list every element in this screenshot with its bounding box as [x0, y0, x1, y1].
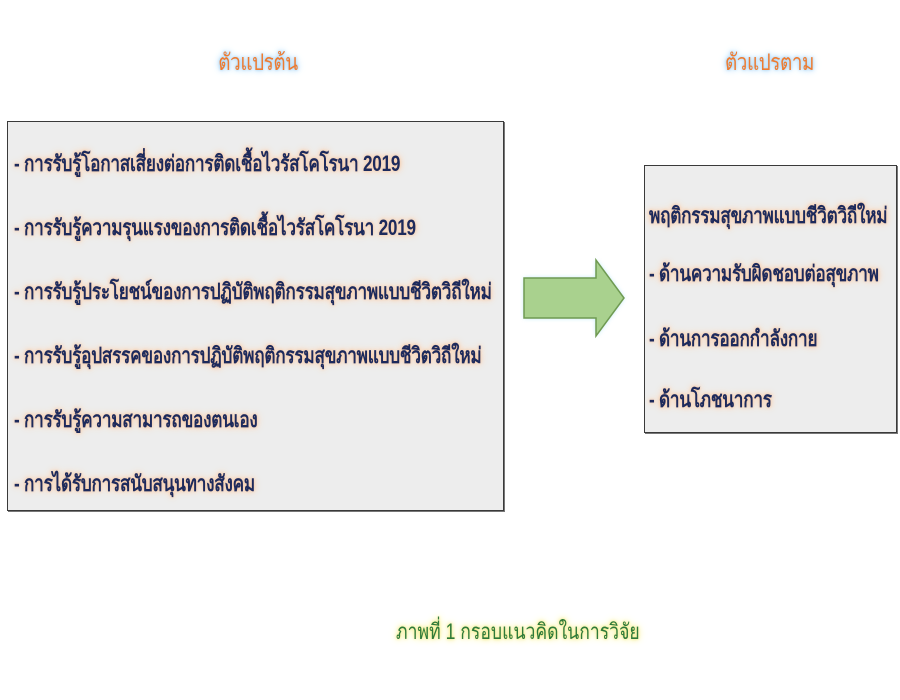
independent-variable-item: - การรับรู้ความสามารถของตนเอง	[14, 407, 258, 432]
independent-variable-heading: ตัวแปรต้น	[218, 49, 298, 75]
right-arrow-icon	[523, 257, 625, 339]
independent-variable-item: - การได้รับการสนับสนุนทางสังคม	[14, 471, 256, 496]
dependent-variable-item: - ด้านการออกกำลังกาย	[649, 326, 818, 351]
dependent-variable-title: พฤติกรรมสุขภาพแบบชีวิตวิถีใหม่	[649, 203, 888, 228]
independent-variable-item: - การรับรู้ความรุนแรงของการติดเชื้อไวรัส…	[14, 215, 416, 240]
dependent-variable-heading: ตัวแปรตาม	[724, 49, 815, 75]
independent-variable-item: - การรับรู้โอกาสเสี่ยงต่อการติดเชื้อไวรั…	[14, 151, 401, 176]
independent-variables-box: - การรับรู้โอกาสเสี่ยงต่อการติดเชื้อไวรั…	[7, 121, 504, 511]
dependent-variable-box: พฤติกรรมสุขภาพแบบชีวิตวิถีใหม่ - ด้านควา…	[644, 165, 897, 433]
independent-variable-item: - การรับรู้อุปสรรคของการปฏิบัติพฤติกรรมส…	[14, 343, 482, 368]
figure-caption: ภาพที่ 1 กรอบแนวคิดในการวิจัย	[396, 619, 640, 644]
dependent-variable-item: - ด้านโภชนาการ	[649, 387, 772, 412]
dependent-variable-item: - ด้านความรับผิดชอบต่อสุขภาพ	[649, 261, 879, 286]
independent-variable-item: - การรับรู้ประโยชน์ของการปฏิบัติพฤติกรรม…	[14, 279, 492, 304]
